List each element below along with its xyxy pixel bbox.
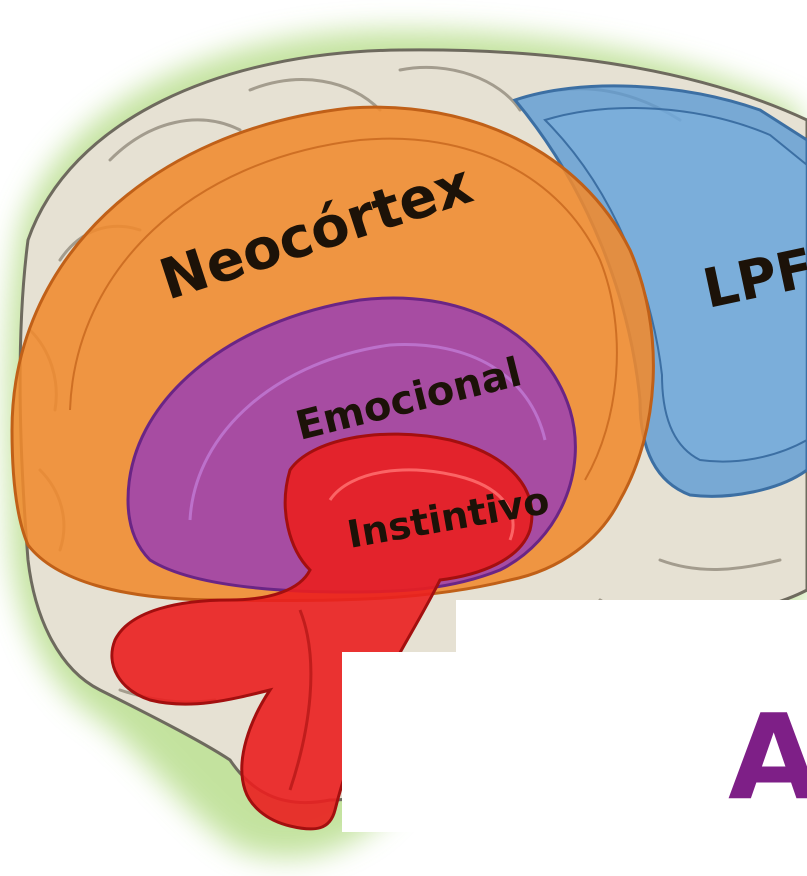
blank-overlay-notch [456, 600, 807, 660]
logo-letter: A [728, 688, 807, 826]
logo: A [728, 688, 807, 826]
